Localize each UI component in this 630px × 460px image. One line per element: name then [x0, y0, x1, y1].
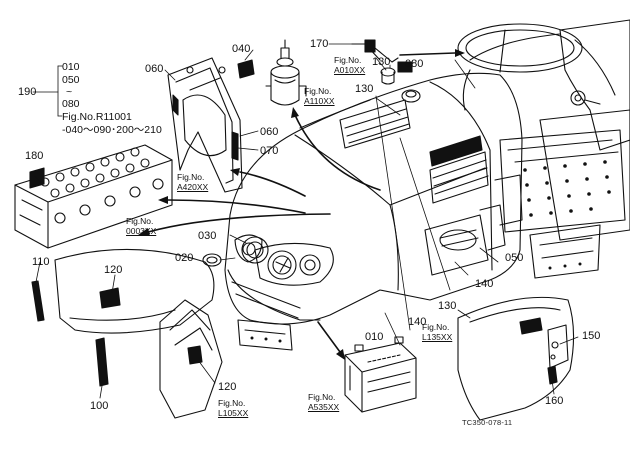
- step-platform-drawing: [499, 129, 626, 279]
- fig-ref-0003-prefix: Fig.No.: [126, 216, 154, 226]
- fig-ref-a110-code[interactable]: A110XX: [304, 96, 335, 106]
- fig-ref-a010-code[interactable]: A010XX: [334, 65, 366, 75]
- arrow-heads: [138, 49, 465, 360]
- starter-motor-drawing: [424, 174, 523, 276]
- fig-ref-0003-code[interactable]: 0003XX: [126, 226, 157, 236]
- fig-ref-a010[interactable]: Fig.No. A010XX: [334, 55, 365, 75]
- callout-190: 190: [18, 86, 37, 98]
- callout-130-top: 130: [372, 56, 391, 68]
- callout-140-lower: 140: [408, 316, 427, 328]
- index-010: 010: [62, 61, 80, 73]
- callout-040: 040: [232, 43, 251, 55]
- callout-110: 110: [32, 256, 50, 268]
- cylinder-head-drawing: [14, 144, 173, 249]
- part-040-tag-drawing: [237, 59, 255, 79]
- callout-130-mid: 130: [355, 83, 374, 95]
- callout-180: 180: [25, 150, 44, 162]
- radiator-frame-drawing: [167, 57, 243, 193]
- callout-100: 100: [90, 400, 109, 412]
- drawing-id: TC350-078-11: [462, 418, 513, 427]
- callout-010: 010: [365, 331, 384, 343]
- reference-arrows: [147, 52, 456, 353]
- callout-130-lower: 130: [438, 300, 457, 312]
- fig-ref-a535[interactable]: Fig.No. A535XX: [308, 392, 339, 412]
- callout-070: 070: [260, 145, 279, 157]
- fig-ref-l135-prefix: Fig.No.: [422, 322, 450, 332]
- fig-ref-l105[interactable]: Fig.No. L105XX: [218, 398, 248, 418]
- callout-120-lower: 120: [218, 381, 237, 393]
- seat-and-fender-drawing: [539, 19, 630, 241]
- index-tilde: ~: [66, 86, 73, 98]
- fig-ref-a535-code[interactable]: A535XX: [308, 402, 340, 412]
- callout-080: 080: [405, 58, 424, 70]
- part-170-pipe-drawing: [351, 39, 399, 63]
- fig-ref-a010-prefix: Fig.No.: [334, 55, 362, 65]
- part-030-lamp-drawing: [241, 236, 269, 264]
- callout-120-left: 120: [104, 264, 123, 276]
- fig-ref-a110[interactable]: Fig.No. A110XX: [304, 86, 335, 106]
- lower-front-panel-drawing: [159, 299, 223, 419]
- fig-ref-a420-prefix: Fig.No.: [177, 172, 205, 182]
- part-180-plate-drawing: [29, 167, 45, 189]
- index-080: 080: [62, 98, 80, 110]
- leader-lines: [32, 43, 579, 399]
- right-side-panel-drawing: [457, 296, 575, 421]
- callout-060-right: 060: [260, 126, 279, 138]
- callout-150: 150: [582, 330, 601, 342]
- fig-ref-a110-prefix: Fig.No.: [304, 86, 332, 96]
- fig-ref-l135[interactable]: Fig.No. L135XX: [422, 322, 452, 342]
- index-050: 050: [62, 74, 80, 86]
- air-cleaner-drawing: [265, 39, 307, 106]
- hood-drawing: [224, 61, 523, 351]
- fig-ref-0003[interactable]: Fig.No. 0003XX: [126, 216, 156, 236]
- steering-wheel-drawing: [457, 23, 583, 111]
- callout-160: 160: [545, 395, 564, 407]
- callout-050: 050: [505, 252, 524, 264]
- part-110-strip-drawing: [31, 280, 45, 322]
- callout-170: 170: [310, 38, 329, 50]
- fig-ref-a420[interactable]: Fig.No. A420XX: [177, 172, 208, 192]
- part-080-indicator-drawing: [380, 67, 396, 85]
- callout-030: 030: [198, 230, 217, 242]
- fig-ref-a535-prefix: Fig.No.: [308, 392, 336, 402]
- fig-ref-l135-code[interactable]: L135XX: [422, 332, 453, 342]
- callout-020: 020: [175, 252, 194, 264]
- index-fig-ref: Fig.No.R11001: [62, 111, 132, 123]
- battery-drawing: [344, 336, 417, 413]
- part-020-washer-drawing: [202, 253, 222, 267]
- part-100-strip-drawing: [95, 337, 109, 387]
- callout-140-right: 140: [475, 278, 494, 290]
- fig-ref-a420-code[interactable]: A420XX: [177, 182, 209, 192]
- left-side-panel-drawing: [54, 248, 215, 334]
- index-fig-range: -040～090･200～210: [62, 124, 162, 136]
- fig-ref-l105-prefix: Fig.No.: [218, 398, 246, 408]
- callout-060-top: 060: [145, 63, 164, 75]
- fig-ref-l105-code[interactable]: L105XX: [218, 408, 249, 418]
